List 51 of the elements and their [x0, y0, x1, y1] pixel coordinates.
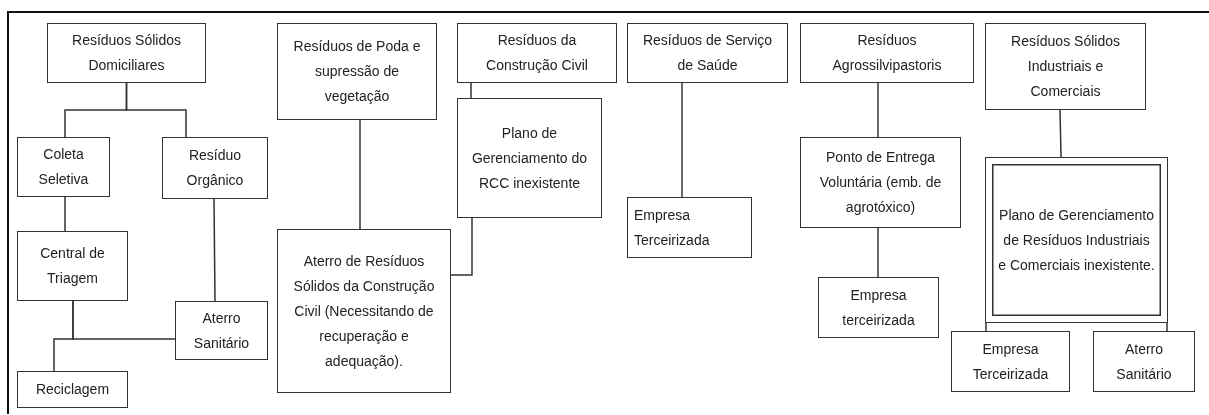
- process-box: [162, 137, 268, 199]
- connector-line: [450, 217, 473, 276]
- box-label: Empresa Terceirizada: [971, 339, 1050, 384]
- connector-line: [1166, 322, 1168, 332]
- process-box: [17, 371, 128, 408]
- connector-line: [213, 198, 216, 302]
- box-label: Plano de Gerenciamento de Resíduos Industriais e Comerciais inexistente.: [998, 205, 1155, 275]
- process-box: [818, 277, 939, 338]
- process-box: [17, 137, 110, 197]
- connector-line: [72, 300, 176, 340]
- process-box: [277, 23, 437, 120]
- process-box: [457, 98, 602, 218]
- box-label: Reciclagem: [35, 380, 110, 399]
- box-label: Resíduos de Poda e supressão de vegetação: [292, 37, 422, 106]
- connector-line: [985, 322, 987, 332]
- box-label: Resíduos Sólidos Industriais e Comerciais: [1010, 32, 1121, 101]
- box-label: Empresa Terceirizada: [634, 205, 711, 250]
- box-label: Resíduos Agrossilvipastoris: [831, 31, 943, 75]
- box-label: Aterro Sanitário: [1115, 339, 1173, 384]
- box-label: Ponto de Entrega Voluntária (emb. de agrotóxico): [818, 148, 943, 217]
- box-label: Resíduo Orgânico: [185, 146, 245, 190]
- process-box: [175, 301, 268, 360]
- box-label: Plano de Gerenciamento do RCC inexistente: [470, 123, 589, 193]
- process-box: [627, 23, 788, 83]
- process-box: [17, 231, 128, 301]
- box-label: Resíduos da Construção Civil: [485, 31, 589, 75]
- process-box: [47, 23, 206, 83]
- connector-line: [359, 119, 361, 230]
- box-label: Coleta Seletiva: [37, 145, 90, 189]
- process-box: [985, 23, 1146, 110]
- connector-line: [470, 82, 472, 99]
- process-box: [800, 137, 961, 228]
- process-box: [1093, 331, 1195, 392]
- process-box: [457, 23, 617, 83]
- connector-line: [125, 82, 187, 138]
- connector-line: [681, 82, 683, 198]
- process-box: [985, 157, 1168, 323]
- process-box: [627, 197, 752, 258]
- box-label: Aterro de Resíduos Sólidos da Construção Civil (Necessitando de recuperação e adequação).: [292, 251, 436, 371]
- box-label: Empresa terceirizada: [841, 285, 916, 330]
- connector-line: [64, 196, 66, 232]
- process-box: [277, 229, 451, 393]
- box-label: Aterro Sanitário: [192, 308, 251, 353]
- connector-line: [1059, 109, 1062, 158]
- connector-line: [877, 227, 879, 278]
- box-label: Resíduos de Serviço de Saúde: [641, 31, 774, 75]
- box-label: Resíduos Sólidos Domiciliares: [71, 31, 182, 75]
- connector-line: [877, 82, 879, 138]
- box-label: Central de Triagem: [39, 244, 106, 288]
- process-box: [800, 23, 974, 83]
- process-box: [951, 331, 1070, 392]
